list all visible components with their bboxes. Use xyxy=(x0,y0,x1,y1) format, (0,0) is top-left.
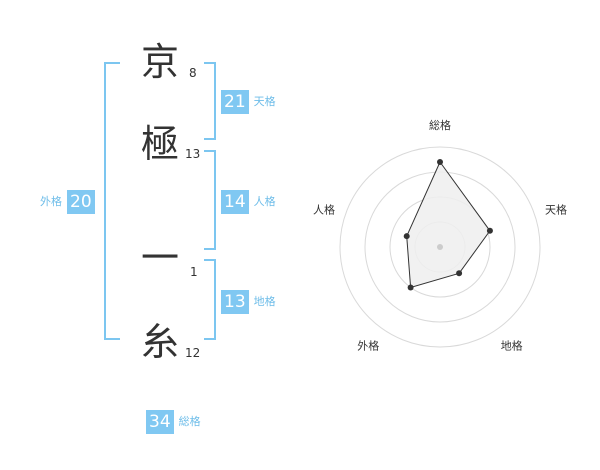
gaikaku-label: 外格 xyxy=(40,195,62,208)
stroke-count-2: 13 xyxy=(185,147,201,161)
radar-axis-label: 地格 xyxy=(501,339,523,353)
jinkaku-value: 14 xyxy=(221,190,249,214)
radar-point xyxy=(403,233,410,240)
radar-axis-label: 総格 xyxy=(429,118,451,132)
radar-ring xyxy=(339,146,541,348)
chikaku-bracket xyxy=(204,259,216,340)
name-char-3: 一 xyxy=(140,236,179,280)
radar-area xyxy=(406,161,491,289)
jinkaku-bracket xyxy=(204,150,216,250)
jinkaku-label: 人格 xyxy=(253,195,276,208)
radar-point xyxy=(486,227,493,234)
stroke-count-3: 1 xyxy=(190,265,198,279)
name-char-1: 京 xyxy=(140,40,179,84)
chikaku-badge: 13 地格 xyxy=(221,290,276,314)
stroke-count-4: 12 xyxy=(185,346,201,360)
soukaku-value: 34 xyxy=(146,410,174,434)
name-char-2: 極 xyxy=(140,122,179,166)
radar-point xyxy=(407,284,414,291)
radar-point xyxy=(456,270,463,277)
soukaku-badge: 34 総格 xyxy=(146,410,201,434)
tenkaku-value: 21 xyxy=(221,90,249,114)
radar-center-dot xyxy=(437,244,443,250)
gaikaku-badge: 外格 20 xyxy=(40,190,95,214)
radar-axis-label: 天格 xyxy=(545,202,567,216)
chikaku-label: 地格 xyxy=(253,295,276,308)
tenkaku-bracket xyxy=(204,62,216,140)
jinkaku-badge: 14 人格 xyxy=(221,190,276,214)
radar-axis-label: 外格 xyxy=(357,339,379,353)
gaikaku-value: 20 xyxy=(67,190,95,214)
radar-point xyxy=(437,159,443,165)
name-char-4: 糸 xyxy=(140,320,179,364)
stroke-count-1: 8 xyxy=(189,66,197,80)
tenkaku-label: 天格 xyxy=(253,95,276,108)
gaikaku-bracket xyxy=(104,62,120,340)
soukaku-label: 総格 xyxy=(178,415,201,428)
chikaku-value: 13 xyxy=(221,290,249,314)
radar-axis-label: 人格 xyxy=(313,202,335,216)
tenkaku-badge: 21 天格 xyxy=(221,90,276,114)
